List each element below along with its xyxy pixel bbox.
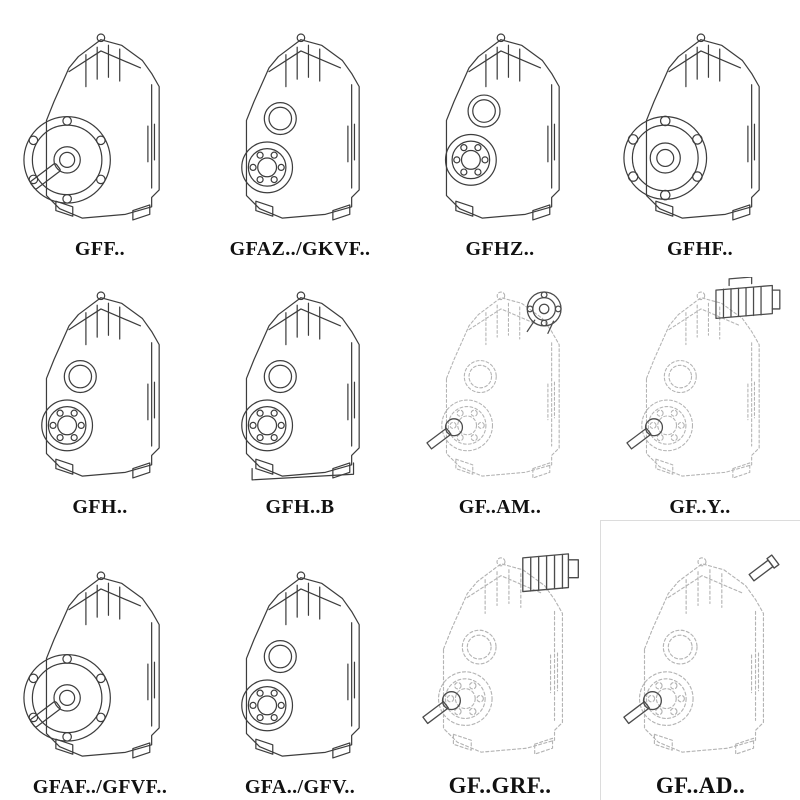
gearbox-housing (45, 33, 160, 221)
catalog-cell-gfaz-gkvf: GFAZ../GKVF.. (200, 0, 400, 262)
model-label: GFAF../GFVF.. (32, 776, 168, 798)
model-label: GFAZ../GKVF.. (229, 238, 371, 260)
model-label: GF..AM.. (458, 496, 542, 518)
model-label: GFHZ.. (465, 238, 535, 260)
output-shaft (422, 690, 462, 724)
gearbox-drawing-gfaz-gkvf (241, 33, 360, 221)
catalog-cell-gfhz: GFHZ.. (400, 0, 600, 262)
hollow-shaft-bores (241, 359, 297, 452)
catalog-cell-gfh: GFH.. (0, 262, 200, 520)
model-label: GF..GRF.. (448, 772, 552, 798)
hollow-shaft-bores-phantom (437, 629, 497, 726)
output-flange-with-shaft (23, 654, 111, 742)
model-label: GFH..B (265, 496, 335, 518)
hollow-shaft-bores (241, 639, 297, 732)
gearbox-housing (445, 33, 560, 221)
model-label: GFHF.. (666, 238, 734, 260)
output-shaft (626, 418, 664, 450)
gearbox-drawing-gfh (41, 291, 160, 479)
gearbox-drawing-gff (23, 33, 160, 221)
gearbox-drawing-gf-grf (422, 552, 579, 755)
catalog-cell-gff: GFF.. (0, 0, 200, 262)
model-label: GFF.. (74, 238, 126, 260)
hollow-shaft-bores-phantom (638, 629, 698, 726)
gearbox-drawing-gfhf (623, 33, 760, 221)
output-shaft (426, 418, 464, 450)
gearbox-drawing-gfa-gfv (241, 571, 360, 759)
gearbox-drawing-gfhz (444, 33, 560, 221)
gearbox-housing (645, 33, 760, 221)
gearbox-housing (45, 571, 160, 759)
catalog-cell-gfh-b: GFH..B (200, 262, 400, 520)
hollow-shaft-bores-phantom (441, 360, 497, 452)
hollow-shaft-bores-phantom (641, 360, 697, 452)
gearbox-drawing-gf-am (426, 291, 562, 479)
model-label: GF..Y.. (669, 496, 731, 518)
hollow-shaft-bores (444, 94, 501, 186)
gearbox-drawing-gf-ad (622, 554, 780, 755)
catalog-cell-gf-am: GF..AM.. (400, 262, 600, 520)
catalog-cell-gf-grf: GF..GRF.. (400, 520, 600, 800)
gearbox-drawing-gfh-b (241, 291, 360, 481)
gearbox-drawing-gfaf-gfvf (23, 571, 160, 759)
hollow-shaft-bores (41, 359, 97, 452)
output-shaft (622, 690, 662, 724)
model-label: GF..AD.. (655, 772, 746, 798)
model-label: GFH.. (72, 496, 128, 518)
output-flange-with-shaft (23, 116, 111, 204)
catalog-cell-gfaf-gfvf: GFAF../GFVF.. (0, 520, 200, 800)
motor-block (626, 277, 781, 450)
gearbox-drawing-gf-y (626, 277, 781, 479)
mounting-baseplate (251, 462, 355, 481)
model-label: GFA../GFV.. (244, 776, 356, 798)
catalog-cell-gf-y: GF..Y.. (600, 262, 800, 520)
catalog-cell-gfhf: GFHF.. (600, 0, 800, 262)
output-flange-hollow (623, 115, 708, 201)
input-flange-adapter (426, 291, 562, 450)
catalog-cell-gf-ad: GF..AD.. (600, 520, 800, 800)
catalog-cell-gfa-gfv: GFA../GFV.. (200, 520, 400, 800)
hollow-shaft-bores (241, 101, 297, 194)
